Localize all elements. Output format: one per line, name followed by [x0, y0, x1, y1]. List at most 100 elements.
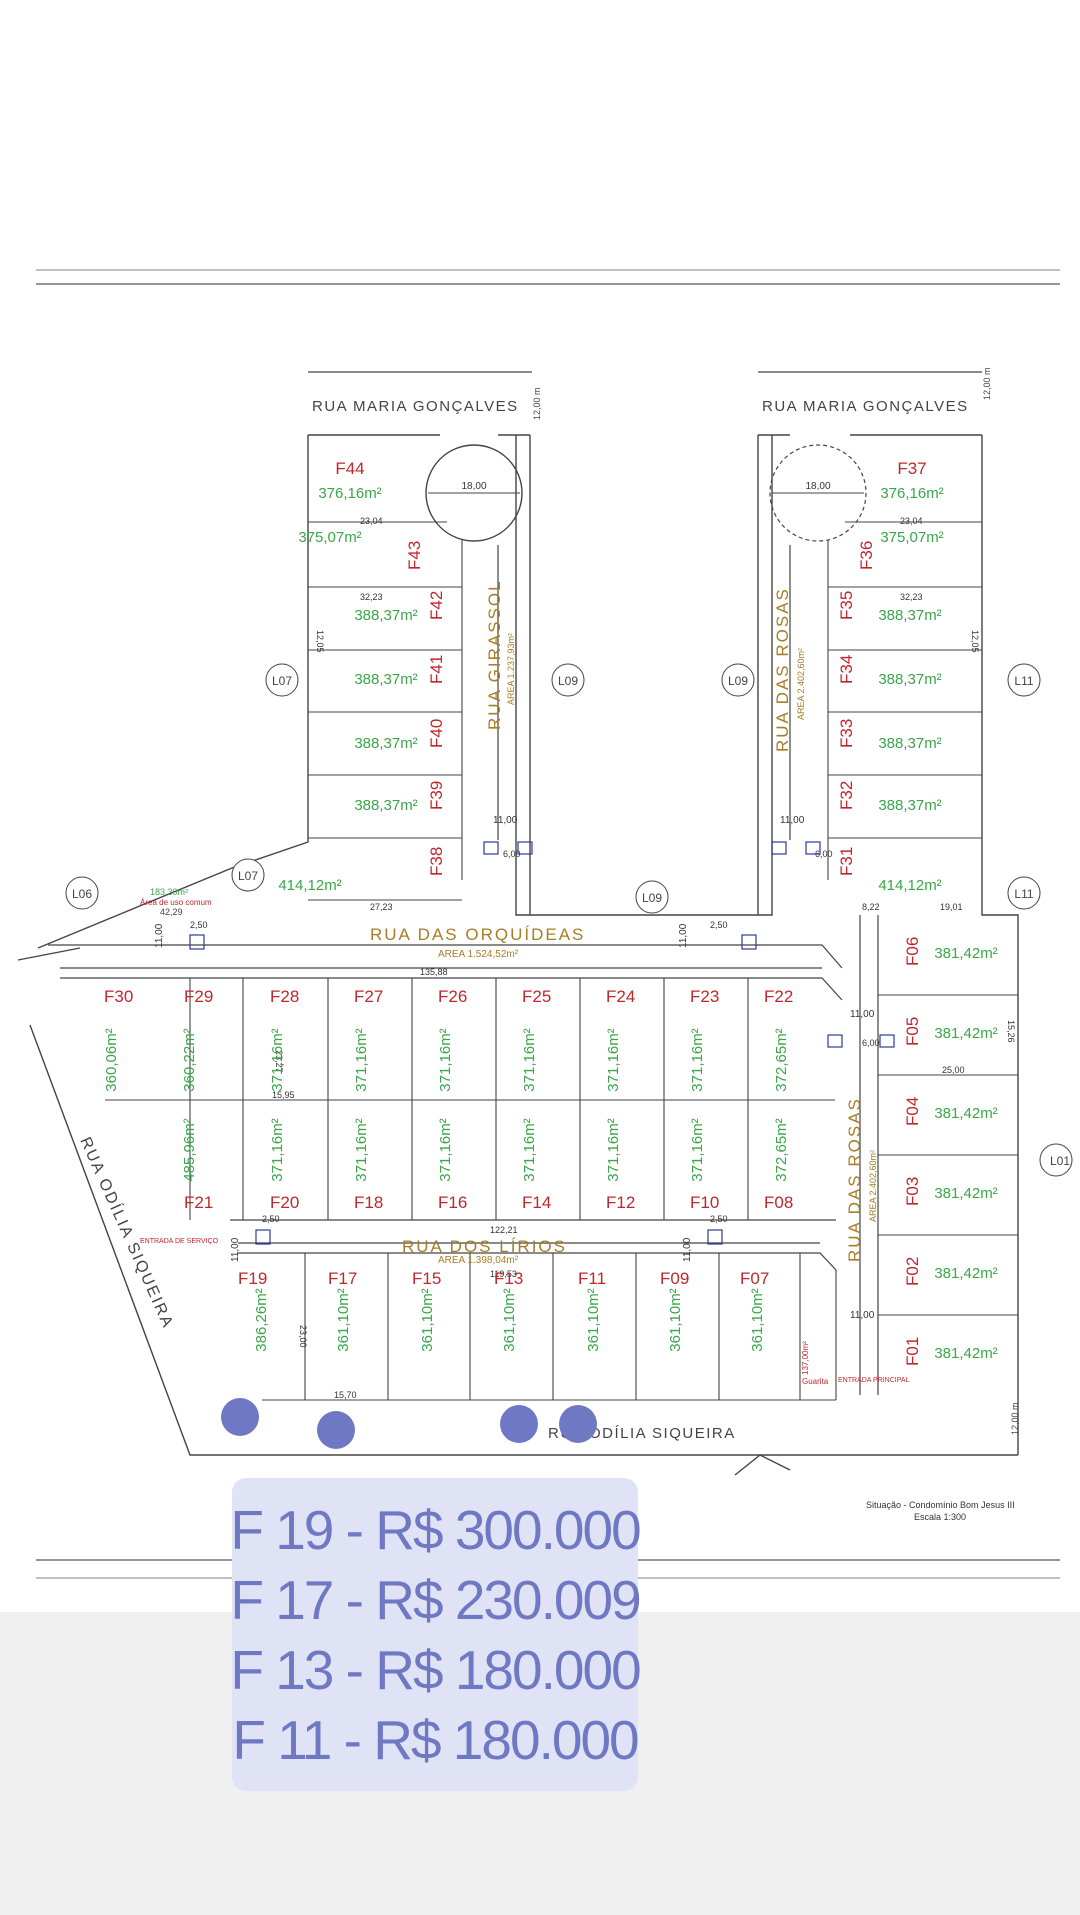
marker-f13[interactable] [500, 1405, 538, 1443]
dim-12-top-right: 12,00 m [982, 367, 992, 400]
lot-id-f16: F16 [438, 1193, 467, 1212]
street-maria-right: RUA MARIA GONÇALVES [762, 398, 969, 415]
lot-area-f25: 371,16m² [521, 1028, 538, 1091]
street-orquideas: RUA DAS ORQUÍDEAS [370, 925, 585, 944]
lot-id-f10: F10 [690, 1193, 719, 1212]
lot-area-f37: 376,16m² [880, 485, 943, 502]
price-line-f19: F 19 - R$ 300.000 [230, 1498, 641, 1561]
lot-area-f05: 381,42m² [934, 1025, 997, 1042]
lot-area-f19: 386,26m² [253, 1288, 270, 1351]
dim-rosas-right-top: 11,00 [850, 1009, 875, 1020]
lot-id-f25: F25 [522, 987, 551, 1006]
neighbor-l09-left: L09 [558, 674, 578, 688]
lot-area-f33: 388,37m² [878, 735, 941, 752]
dim-right-depth: 15,26 [1006, 1020, 1016, 1043]
dim-lirios-length-bottom: 119,53 [490, 1269, 517, 1279]
lot-id-f14: F14 [522, 1193, 551, 1212]
lot-area-f20: 371,16m² [269, 1118, 286, 1181]
dim-low-depth: 23,00 [298, 1325, 308, 1348]
dim-orq-right: 11,00 [678, 923, 689, 948]
lot-id-f35: F35 [837, 591, 856, 620]
lot-id-f36: F36 [857, 541, 876, 570]
culdesac-right-dim: 18,00 [805, 481, 830, 492]
lot-area-f34: 388,37m² [878, 671, 941, 688]
neighbor-l07-top: L07 [272, 674, 292, 688]
lot-id-f20: F20 [270, 1193, 299, 1212]
street-rosas-top-area: AREA 2.402,60m² [796, 648, 806, 720]
lot-area-f30: 360,06m² [103, 1028, 120, 1091]
lot-area-f41: 388,37m² [354, 671, 417, 688]
lot-id-f06: F06 [903, 937, 922, 966]
lot-area-f21: 485,96m² [181, 1118, 198, 1181]
lot-id-f15: F15 [412, 1269, 441, 1288]
marker-f17[interactable] [317, 1411, 355, 1449]
lot-area-f14: 371,16m² [521, 1118, 538, 1181]
price-line-f17: F 17 - R$ 230.009 [230, 1568, 641, 1631]
lot-area-f01: 381,42m² [934, 1345, 997, 1362]
dim-lirios-right: 11,00 [682, 1237, 693, 1262]
street-girassol-area: AREA 1.237,93m² [506, 633, 516, 705]
dim-left-col-width: 32,23 [360, 592, 383, 602]
culdesac-left [425, 444, 523, 542]
dim-mid-depth: 23,27 [274, 1050, 284, 1073]
lot-area-f39: 388,37m² [354, 797, 417, 814]
lot-id-f27: F27 [354, 987, 383, 1006]
marker-f19[interactable] [221, 1398, 259, 1436]
dim-right-col-depth: 12,05 [970, 630, 980, 653]
lot-area-f40: 388,37m² [354, 735, 417, 752]
dim-sidewalk-orq-left: 2,50 [190, 920, 208, 930]
dim-mid-width: 15,95 [272, 1090, 295, 1100]
dim-12-bottom: 12,00 m [1010, 1402, 1020, 1435]
street-rosas-top: RUA DAS ROSAS [773, 587, 792, 752]
lot-id-f01: F01 [903, 1337, 922, 1366]
neighbor-labels: L07 L09 L09 L11 L06 L07 L09 L11 L01 [65, 663, 1073, 1177]
lot-area-f23: 371,16m² [689, 1028, 706, 1091]
dim-rosas-right-bottom: 11,00 [850, 1310, 875, 1321]
dim-low-width: 15,70 [334, 1390, 357, 1400]
dim-left-col-depth: 12,05 [315, 630, 325, 653]
price-panel: F 19 - R$ 300.000 F 17 - R$ 230.009 F 13… [230, 1478, 642, 1791]
lot-area-f44: 376,16m² [318, 485, 381, 502]
lot-area-f12: 371,16m² [605, 1118, 622, 1181]
guardhouse: Guarita [802, 1377, 829, 1386]
neighbor-l11-top: L11 [1014, 674, 1033, 688]
common-area-label: Área de uso comum [140, 898, 212, 907]
lot-area-f22: 372,65m² [773, 1028, 790, 1091]
lot-id-f11: F11 [578, 1269, 606, 1288]
lot-area-f24: 371,16m² [605, 1028, 622, 1091]
footer-note-line2: Escala 1:300 [914, 1512, 966, 1522]
lot-id-f41: F41 [427, 655, 446, 684]
lot-id-f23: F23 [690, 987, 719, 1006]
lot-id-f37: F37 [897, 459, 926, 478]
dim-sidewalk-rosas-right: 6,00 [862, 1038, 880, 1048]
lot-id-f18: F18 [354, 1193, 383, 1212]
common-area-dim: 42,29 [160, 907, 183, 917]
lot-area-f03: 381,42m² [934, 1185, 997, 1202]
lot-id-f24: F24 [606, 987, 635, 1006]
lot-id-f02: F02 [903, 1257, 922, 1286]
guardhouse-area: 137,00m² [801, 1341, 810, 1375]
lot-id-f04: F04 [903, 1097, 922, 1126]
lot-area-f04: 381,42m² [934, 1105, 997, 1122]
lot-id-f19: F19 [238, 1269, 267, 1288]
lot-id-f29: F29 [184, 987, 213, 1006]
marker-f11[interactable] [559, 1405, 597, 1443]
lot-area-f29: 360,22m² [181, 1028, 198, 1091]
lot-area-f42: 388,37m² [354, 607, 417, 624]
dim-f38-width: 27,23 [370, 902, 393, 912]
neighbor-l07-mid: L07 [238, 869, 258, 883]
right-block [878, 994, 1018, 1316]
street-orquideas-area: AREA 1.524,52m² [438, 949, 519, 960]
price-line-f11: F 11 - R$ 180.000 [232, 1708, 639, 1771]
neighbor-l01: L01 [1050, 1154, 1070, 1168]
lot-id-f34: F34 [837, 655, 856, 684]
neighbor-l09-right: L09 [728, 674, 748, 688]
street-maria-left: RUA MARIA GONÇALVES [312, 398, 519, 415]
lot-id-f03: F03 [903, 1177, 922, 1206]
lot-area-f10: 371,16m² [689, 1118, 706, 1181]
lot-id-f17: F17 [328, 1269, 357, 1288]
common-area-value: 183,30m² [150, 887, 188, 897]
lot-id-f21: F21 [184, 1193, 213, 1212]
lower-block [262, 1253, 837, 1401]
left-lot-column [308, 521, 463, 901]
